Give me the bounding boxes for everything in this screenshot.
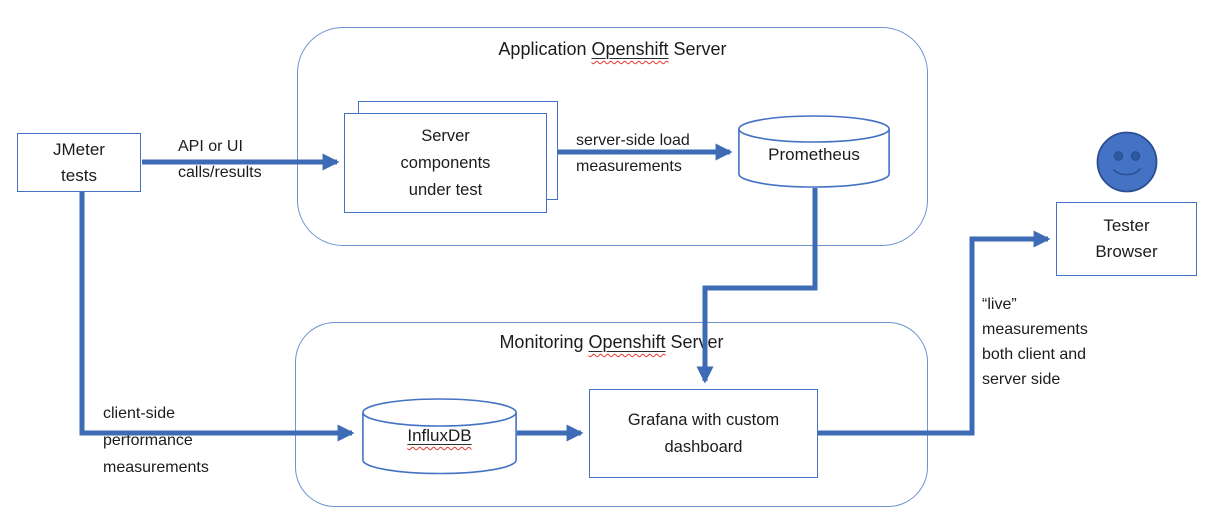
application-title-prefix: Application: [498, 39, 592, 59]
grafana-dashboard-node: Grafana with custom dashboard: [589, 389, 818, 478]
server-components-line1: Server: [421, 126, 470, 145]
server-components-line3: under test: [408, 180, 483, 199]
client-side-line2: performance: [103, 432, 193, 449]
tester-browser-line1: Tester: [1103, 216, 1150, 235]
client-side-line1: client-side: [103, 405, 176, 422]
influxdb-database-node: InfluxDB: [362, 398, 517, 475]
influxdb-label-text: InfluxDB: [407, 426, 472, 445]
client-side-performance-label: client-side performance measurements: [103, 400, 209, 481]
database-cylinder-icon: [362, 398, 517, 475]
live-line1: “live”: [982, 296, 1017, 313]
database-cylinder-icon: [738, 115, 890, 188]
jmeter-label-line1: JMeter: [53, 139, 105, 159]
smiley-face-icon: [1096, 131, 1158, 198]
monitoring-server-title: Monitoring Openshift Server: [295, 332, 928, 353]
client-side-line3: measurements: [103, 459, 209, 476]
server-components-line2: components: [400, 153, 491, 172]
grafana-label-line1: Grafana with custom: [627, 410, 780, 429]
application-openshift-server-container: [297, 27, 928, 246]
jmeter-tests-node: JMeter tests: [17, 133, 141, 192]
api-ui-line1: API or UI: [178, 138, 243, 155]
live-measurements-label: “live” measurements both client and serv…: [982, 292, 1088, 392]
live-line3: both client and: [982, 346, 1087, 363]
server-side-load-label: server-side load measurements: [576, 128, 690, 180]
grafana-label-line2: dashboard: [664, 437, 743, 456]
tester-browser-node: Tester Browser: [1056, 202, 1197, 276]
monitoring-title-prefix: Monitoring: [499, 332, 589, 352]
jmeter-label-line2: tests: [61, 165, 97, 185]
application-server-title: Application Openshift Server: [297, 39, 928, 60]
monitoring-title-suffix: Server: [665, 332, 724, 352]
monitoring-title-openshift: Openshift: [588, 332, 666, 352]
server-side-line2: measurements: [576, 158, 682, 175]
live-line4: server side: [982, 371, 1061, 388]
api-ui-line2: calls/results: [178, 164, 262, 181]
api-ui-calls-results-label: API or UI calls/results: [178, 134, 262, 186]
prometheus-label: Prometheus: [768, 145, 860, 164]
influxdb-label: InfluxDB: [362, 426, 517, 446]
application-title-openshift: Openshift: [591, 39, 669, 59]
live-line2: measurements: [982, 321, 1088, 338]
server-components-node: Server components under test: [344, 113, 547, 213]
tester-browser-line2: Browser: [1095, 242, 1158, 261]
prometheus-database-node: Prometheus: [738, 115, 890, 188]
application-title-suffix: Server: [668, 39, 727, 59]
server-side-line1: server-side load: [576, 132, 690, 149]
